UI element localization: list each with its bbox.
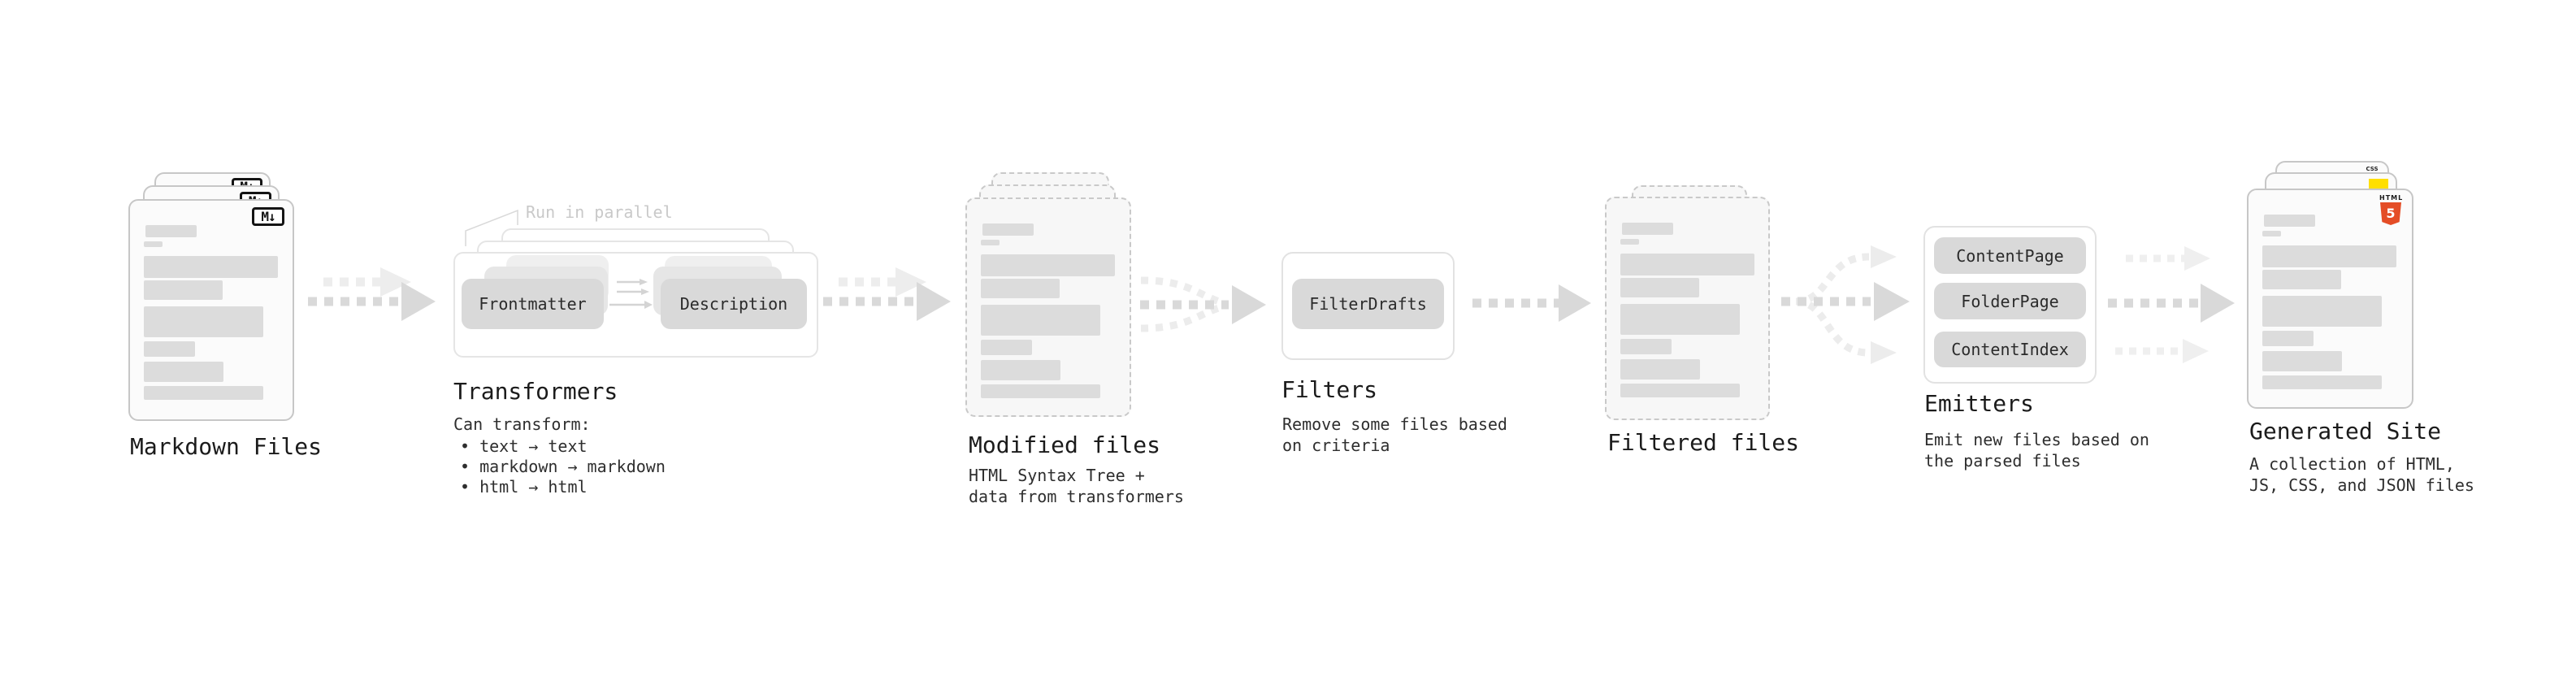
doc-line <box>1620 254 1754 275</box>
doc-line <box>2262 231 2281 236</box>
markdown-file-card-front: M↓ <box>128 199 294 421</box>
doc-line <box>982 223 1034 236</box>
frontmatter-to-description-arrows <box>609 279 653 309</box>
doc-line <box>1620 384 1740 397</box>
doc-line <box>144 306 263 337</box>
frontmatter-pill: Frontmatter <box>462 279 604 329</box>
doc-line <box>2262 375 2382 389</box>
filtered-files-label: Filtered files <box>1607 429 1800 456</box>
doc-line <box>981 305 1100 336</box>
doc-line <box>981 384 1100 398</box>
filtered-file-card-front <box>1605 197 1770 420</box>
doc-line <box>1620 304 1740 335</box>
generated-site-caption: A collection of HTML, JS, CSS, and JSON … <box>2249 454 2474 495</box>
contentindex-pill-label: ContentIndex <box>1951 340 2069 359</box>
html5-shield: 5 <box>2380 202 2401 225</box>
arrow-emitters-to-generated-triple <box>2108 246 2235 363</box>
folderpage-pill: FolderPage <box>1934 283 2086 319</box>
markdown-icon: M↓ <box>252 207 284 226</box>
doc-line <box>981 279 1060 298</box>
doc-line <box>2264 215 2315 227</box>
arrow-transformers-to-modified <box>823 267 951 321</box>
filters-caption: Remove some files based on criteria <box>1282 414 1507 455</box>
doc-line <box>1622 223 1673 235</box>
js-icon <box>2369 179 2388 191</box>
contentpage-pill-label: ContentPage <box>1956 245 2064 266</box>
doc-line <box>2262 351 2342 371</box>
doc-line <box>1620 278 1699 297</box>
emitters-label: Emitters <box>1924 390 2034 417</box>
markdown-files-label: Markdown Files <box>130 433 323 460</box>
doc-line <box>145 225 197 237</box>
bullet-item: • markdown → markdown <box>460 457 666 476</box>
frontmatter-pill-label: Frontmatter <box>479 294 587 314</box>
modified-files-label: Modified files <box>969 432 1161 458</box>
bullet-item: • html → html <box>460 477 588 497</box>
filterdrafts-pill: FilterDrafts <box>1292 279 1444 329</box>
doc-line <box>1620 359 1700 380</box>
generated-file-card-front: HTML 5 <box>2247 189 2413 409</box>
doc-line <box>1620 339 1672 354</box>
doc-line <box>2262 270 2341 289</box>
filterdrafts-pill-label: FilterDrafts <box>1309 294 1427 314</box>
doc-line <box>2262 296 2382 327</box>
transformers-caption-title: Can transform: <box>453 414 591 434</box>
doc-line <box>981 340 1032 355</box>
contentindex-pill: ContentIndex <box>1934 332 2086 367</box>
description-pill: Description <box>661 279 807 329</box>
generated-site-label: Generated Site <box>2249 418 2442 445</box>
doc-line <box>981 240 1000 245</box>
filters-label: Filters <box>1281 376 1378 403</box>
doc-line <box>1620 239 1639 245</box>
doc-line <box>981 360 1060 380</box>
doc-line <box>144 362 223 382</box>
emitters-caption: Emit new files based on the parsed files <box>1924 430 2149 471</box>
folderpage-pill-label: FolderPage <box>1961 291 2059 311</box>
run-in-parallel-leader-line <box>465 209 518 246</box>
arrow-modified-to-filters-merge <box>1140 276 1266 332</box>
run-in-parallel-annotation: Run in parallel <box>526 202 673 222</box>
doc-line <box>144 241 163 247</box>
modified-files-caption: HTML Syntax Tree + data from transformer… <box>969 466 1184 506</box>
doc-line <box>144 280 223 300</box>
transformers-bullet-list: • text → text • markdown → markdown • ht… <box>460 436 666 497</box>
transformers-label: Transformers <box>453 378 618 405</box>
bullet-item: • text → text <box>460 436 588 456</box>
doc-line <box>144 386 263 400</box>
contentpage-pill: ContentPage <box>1934 237 2086 274</box>
arrow-filters-to-filtered <box>1472 284 1591 322</box>
doc-line <box>144 341 195 357</box>
doc-line <box>2262 245 2396 267</box>
arrow-filtered-to-emitters-split <box>1781 245 1910 364</box>
description-pill-label: Description <box>679 294 788 314</box>
doc-line <box>981 254 1115 276</box>
html5-icon: HTML 5 <box>2379 194 2402 225</box>
doc-line <box>2262 331 2314 346</box>
arrow-markdown-to-transformers <box>308 267 436 321</box>
modified-file-card-front <box>965 197 1131 417</box>
doc-line <box>144 256 278 278</box>
